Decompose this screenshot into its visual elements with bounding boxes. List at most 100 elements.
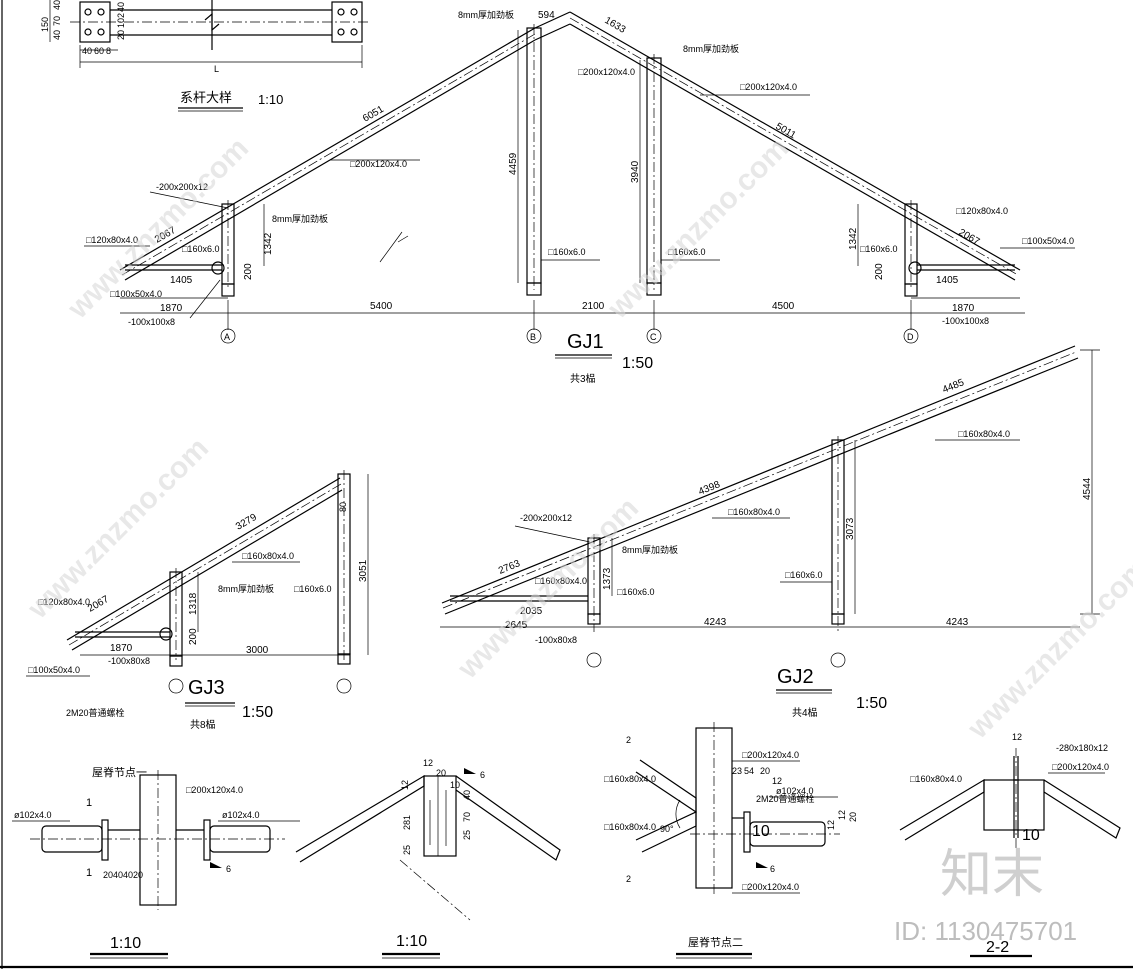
axis-C: C — [650, 332, 657, 342]
d4-title: 2-2 — [986, 939, 1009, 956]
detail-ridge-joint-2: 12 12 20 281 25 70 40 25 10 6 1:10 — [295, 758, 561, 959]
d2-dim-12b: 12 — [423, 758, 433, 768]
d2-dim-25a: 25 — [402, 845, 412, 855]
d2-dim-281: 281 — [402, 815, 412, 830]
gj2-count: 共4榀 — [792, 706, 818, 719]
d3-dim-12a: 12 — [772, 776, 782, 786]
gj1-lbl-rafter3: □200x120x4.0 — [740, 82, 797, 92]
d1-sec-bot: 1 — [86, 867, 92, 879]
gj3-3000: 3000 — [246, 645, 269, 656]
d1-dim-20a: 20 — [103, 870, 113, 880]
gj1-span-5400: 5400 — [370, 301, 393, 312]
d3-col-t: □200x120x4.0 — [742, 750, 799, 760]
d1-col: □200x120x4.0 — [186, 785, 243, 795]
d4-br-l: □160x80x4.0 — [910, 774, 962, 784]
d1-title: 屋脊节点一 — [92, 765, 147, 779]
gj3-lbl-stiff: 8mm厚加劲板 — [218, 583, 274, 594]
gj1-lbl-eave-l: □120x80x4.0 — [86, 235, 138, 245]
dim-40b: 40 — [52, 0, 62, 10]
d2-dim-10: 10 — [450, 780, 460, 790]
dim-L: L — [214, 64, 219, 74]
gj2-4485: 4485 — [941, 377, 966, 396]
gj1-lbl-tie-r: □100x50x4.0 — [1022, 236, 1074, 246]
gj1-lbl-col-l: □160x6.0 — [182, 244, 219, 254]
detail-ridge-2: 2 2 □200x120x4.0 □200x120x4.0 □160x80x4.… — [604, 722, 858, 959]
gj3-3051: 3051 — [358, 559, 369, 582]
gj1-4459: 4459 — [508, 152, 519, 175]
axis-A: A — [224, 332, 230, 342]
d1-sec-top: 1 — [86, 797, 92, 809]
d3-dim-20: 20 — [760, 766, 770, 776]
d3-weld: 6 — [770, 864, 775, 874]
d4-mark: 10 — [1022, 827, 1040, 844]
d3-angle: 90° — [660, 824, 674, 834]
gj1-lbl-plate: -200x200x12 — [156, 182, 208, 192]
dim-102: 102 — [116, 13, 126, 28]
d1-dim-40b: 40 — [123, 870, 133, 880]
gj2-3073: 3073 — [845, 517, 856, 540]
wm-brand: 知末 — [940, 845, 1044, 905]
wm-site-5: www.znzmo.com — [961, 552, 1133, 746]
gj1-2067-r: 2067 — [957, 227, 982, 248]
d3-sec-bot: 2 — [626, 874, 631, 884]
d3-dim-23: 23 — [732, 766, 742, 776]
gj3-lbl-col: □160x6.0 — [294, 584, 331, 594]
d3-br1: □160x80x4.0 — [604, 774, 656, 784]
gj1-title: GJ1 — [567, 331, 604, 353]
dim-20: 20 — [116, 30, 126, 40]
gj2-1373: 1373 — [602, 567, 613, 590]
gj1-lbl-col-d: □160x6.0 — [860, 244, 897, 254]
gj1-1342-l: 1342 — [263, 232, 274, 255]
gj1-1405-r: 1405 — [936, 275, 959, 286]
axis-B: B — [530, 332, 536, 342]
d3-br2: □160x80x4.0 — [604, 822, 656, 832]
gj1-scale: 1:50 — [622, 355, 653, 372]
d2-dim-70: 70 — [462, 812, 472, 822]
gj1-lbl-stiff3: 8mm厚加劲板 — [272, 213, 328, 224]
gj3-count: 共8榀 — [190, 718, 216, 731]
gj3-1870: 1870 — [110, 643, 133, 654]
gj1-1342-r: 1342 — [848, 227, 859, 250]
gj2-scale: 1:50 — [856, 695, 887, 712]
d3-pipe: ø102x4.0 — [776, 786, 814, 796]
gj1-span-2100: 2100 — [582, 301, 605, 312]
gj3-80: 80 — [338, 502, 348, 512]
d4-dim-12: 12 — [1012, 732, 1022, 742]
gj2-lbl-col1: □160x6.0 — [617, 587, 654, 597]
gj1-3940: 3940 — [630, 160, 641, 183]
dim-8: 8 — [106, 46, 111, 56]
gj1-1870-l: 1870 — [160, 303, 183, 314]
dim-150: 150 — [40, 17, 50, 32]
gj2-2763: 2763 — [497, 558, 522, 577]
gj2-2035: 2035 — [520, 606, 543, 617]
gj1-lbl-tie-l: □100x50x4.0 — [110, 289, 162, 299]
gj1-200-r: 200 — [874, 263, 885, 280]
gj1-lbl-rafter2: □200x120x4.0 — [578, 67, 635, 77]
gj1-lbl-col-b: □160x6.0 — [548, 247, 585, 257]
gj3-1318: 1318 — [188, 592, 199, 615]
gj2-title: GJ2 — [777, 666, 814, 688]
d2-dim-40: 40 — [462, 790, 472, 800]
d1-weld: 6 — [226, 864, 231, 874]
wm-site-2: www.znzmo.com — [601, 132, 795, 326]
dim-40a: 40 — [52, 30, 62, 40]
gj2-4243-b: 4243 — [946, 617, 969, 628]
d3-dim-12b: 12 — [826, 820, 836, 830]
axis-D: D — [907, 332, 914, 342]
gj3-bolts: 2M20普通螺栓 — [66, 707, 125, 718]
d3-dim-54: 54 — [744, 766, 754, 776]
gj1-lbl-base-l: -100x100x8 — [128, 317, 175, 327]
d3-sec-top: 2 — [626, 735, 631, 745]
d2-dim-20: 20 — [436, 768, 446, 778]
d3-dim-12c: 12 — [837, 810, 847, 820]
d2-weld: 6 — [480, 770, 485, 780]
truss-gj3: 3279 2067 1870 3000 3051 1318 200 80 □16… — [26, 470, 369, 731]
gj1-lbl-stiff1: 8mm厚加劲板 — [458, 9, 514, 20]
gj3-lbl-eave: □120x80x4.0 — [38, 597, 90, 607]
d1-scale: 1:10 — [110, 935, 141, 952]
gj2-lbl-eave: □160x80x4.0 — [535, 576, 587, 586]
d3-bolts: 2M20普通螺栓 — [756, 793, 815, 804]
gj3-title: GJ3 — [188, 677, 225, 699]
d3-mark: 10 — [752, 823, 770, 840]
gj2-2645: 2645 — [505, 620, 528, 631]
